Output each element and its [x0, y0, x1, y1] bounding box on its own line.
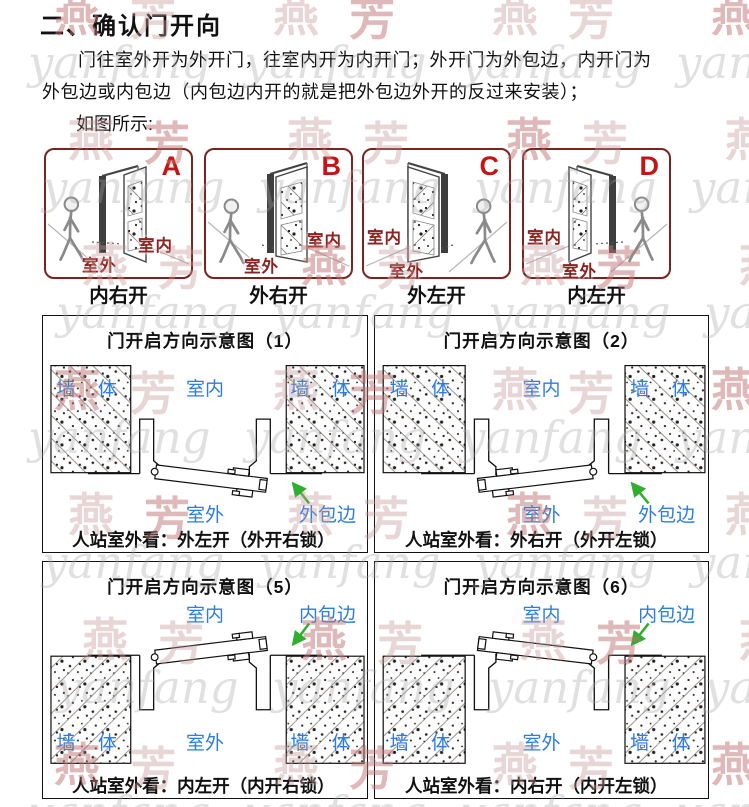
indoor-label: 室内 [522, 605, 561, 626]
diagram-caption: 内右开 [89, 285, 148, 307]
wall-label: 墙 体 [389, 733, 459, 754]
indoor-label: 室内 [307, 232, 342, 250]
edge-arrow [291, 622, 311, 647]
diagram-letter: A [161, 151, 182, 181]
perspective-diagram-a: A 室内 室外 [44, 148, 193, 279]
wall-label: 墙 体 [56, 379, 126, 400]
watermark-text: 燕 [711, 364, 749, 416]
diagram-letter: D [639, 151, 660, 181]
schematic-caption: 人站室外看：外左开（外开右锁） [72, 530, 335, 550]
outdoor-label: 室外 [185, 505, 224, 526]
watermark-text: 燕 [492, 0, 538, 41]
outdoor-label: 室外 [82, 257, 117, 275]
watermark-text: 芳 [349, 0, 395, 45]
watermark-text: 燕 [725, 114, 749, 166]
watermark-text: yanfang [704, 661, 749, 714]
schematic-title: 门开启方向示意图（5） [107, 577, 303, 597]
watermark-text: 燕 [711, 0, 749, 41]
schematic-title: 门开启方向示意图（6） [443, 577, 640, 597]
diagram-caption: 内左开 [567, 285, 626, 307]
outdoor-label: 室外 [562, 263, 597, 281]
watermark-text: yanfang [690, 161, 749, 214]
plan-drawing-5 [50, 622, 365, 764]
watermark-text: 燕 [739, 617, 749, 663]
wall-label: 墙 体 [290, 379, 360, 400]
plan-drawing-1 [50, 364, 365, 505]
outdoor-label: 室外 [185, 733, 224, 754]
outdoor-label: 室外 [389, 263, 424, 281]
intro-paragraph: 门往室外开为外开门，往室内开为内开门；外开门为外包边，内开门为外包边或内包边（内… [42, 50, 652, 102]
perspective-diagram-c: C 室内 室外 [362, 148, 511, 281]
plan-drawing-6 [382, 622, 706, 764]
watermark-text: yanfang [676, 36, 749, 89]
edge-label: 外包边 [298, 505, 356, 526]
indoor-label: 室内 [138, 237, 173, 255]
indoor-label: 室内 [522, 379, 561, 400]
diagram-letter: B [321, 151, 342, 181]
outdoor-label: 室外 [522, 505, 561, 526]
indoor-label: 室内 [527, 229, 562, 247]
section-title: 二、确认门开向 [40, 13, 222, 40]
diagram-caption: 外左开 [407, 285, 466, 307]
watermark-text: 燕 [273, 0, 319, 41]
edge-arrow [630, 622, 650, 647]
schematic-diagram-1: 门开启方向示意图（1） 墙 体 墙 体 室内 室外 外包边 人站室外看：外左开（… [42, 315, 368, 553]
schematic-title: 门开启方向示意图（2） [443, 331, 640, 351]
schematic-caption: 人站室外看：内右开（内开左锁） [404, 776, 668, 796]
indoor-label: 室内 [185, 379, 224, 400]
schematic-title: 门开启方向示意图（1） [107, 331, 303, 351]
edge-label: 内包边 [298, 605, 356, 626]
diagram-letter: C [479, 151, 500, 181]
edge-label: 外包边 [638, 505, 696, 526]
schematic-diagram-2: 门开启方向示意图（2） 墙 体 墙 体 室内 室外 外包边 人站室外看：外右开（… [374, 315, 709, 553]
indoor-label: 室内 [185, 605, 224, 626]
schematic-diagram-6: 门开启方向示意图（6） 墙 体 墙 体 室内 室外 内包边 人站室外看：内右开（… [374, 561, 709, 799]
schematic-diagram-5: 门开启方向示意图（5） 墙 体 墙 体 室内 室外 内包边 人站室外看：内左开（… [42, 561, 368, 799]
edge-arrow [630, 481, 650, 505]
watermark-text: 芳 [568, 0, 614, 45]
wall-label: 墙 体 [389, 379, 459, 400]
diagram-caption: 外右开 [249, 285, 308, 307]
outdoor-label: 室外 [244, 258, 279, 276]
plan-drawing-2 [382, 364, 706, 505]
perspective-diagram-b: B 室内 室外 [204, 148, 353, 279]
watermark-text: 燕 [725, 489, 749, 541]
figure-intro: 如图所示: [76, 114, 154, 134]
edge-arrow [291, 481, 311, 505]
indoor-label: 室内 [367, 229, 402, 247]
watermark-text: 燕 [739, 242, 749, 288]
wall-label: 墙 体 [56, 733, 126, 754]
wall-label: 墙 体 [290, 733, 360, 754]
perspective-diagram-d: D 室内 室外 [522, 148, 671, 281]
schematic-caption: 人站室外看：外右开（外开左锁） [404, 530, 668, 550]
watermark-text: 燕 [711, 739, 749, 791]
schematic-caption: 人站室外看：内左开（内开右锁） [72, 776, 335, 796]
wall-label: 墙 体 [630, 379, 700, 400]
watermark-text: yanfang [704, 286, 749, 339]
edge-label: 内包边 [638, 605, 696, 626]
wall-label: 墙 体 [630, 733, 700, 754]
outdoor-label: 室外 [522, 733, 561, 754]
